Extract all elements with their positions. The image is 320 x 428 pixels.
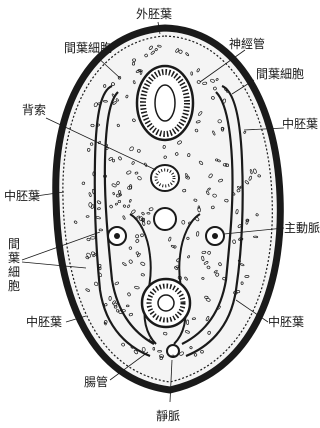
neural-tube-lumen [155,85,175,121]
gut-lumen [158,295,174,311]
label-mesenchyme-vertical: 間葉細胞 [8,237,20,293]
aorta-central [154,208,176,230]
label-notochord: 背索 [22,103,46,117]
aorta-right-core [212,233,218,239]
label-mesoderm-right-lower: 中胚葉 [268,314,304,329]
label-mesenchyme-top-right: 間葉細胞 [256,67,304,81]
label-vein: 靜脈 [156,409,180,423]
label-mesenchyme-top-left: 間葉細胞 [64,41,112,55]
label-aorta: 主動脈 [284,221,320,235]
label-neural-tube: 神經管 [229,36,265,51]
label-mesoderm-left-upper: 中胚葉 [4,188,40,203]
label-gut: 腸管 [84,374,108,389]
notochord [151,165,179,191]
label-mesoderm-right-upper: 中胚葉 [282,116,318,131]
neural-tube [137,66,193,140]
gut-tube [142,279,190,327]
label-ectoderm: 外胚葉 [136,7,172,21]
aorta-left-core [114,233,120,239]
label-mesoderm-left-lower: 中胚葉 [26,314,62,329]
